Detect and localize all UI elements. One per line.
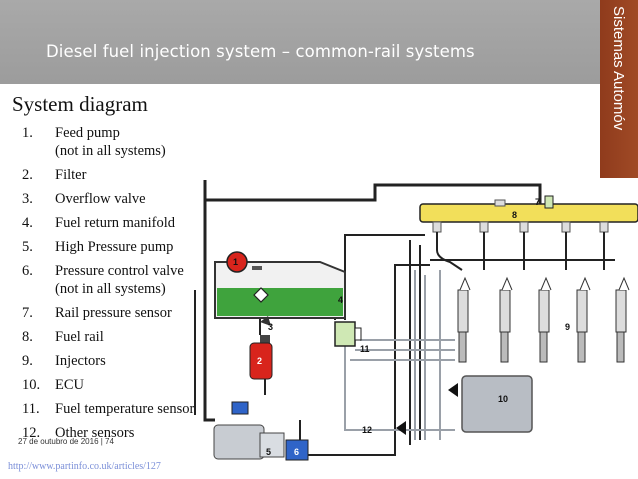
side-label: Sistemas Automóv: [610, 6, 627, 131]
pressure-control-valve: [285, 439, 309, 461]
label-6: 6: [294, 447, 299, 457]
item-number: 2.: [22, 167, 33, 183]
page-number: 74: [105, 437, 114, 446]
source-link[interactable]: http://www.partinfo.co.uk/articles/127: [8, 461, 161, 472]
label-5: 5: [266, 447, 271, 457]
item-text: Pressure control valve: [55, 263, 184, 279]
rail-pressure-sensor: [544, 195, 554, 209]
item-number: 12.: [22, 425, 41, 441]
item-number: 3.: [22, 191, 33, 207]
label-1: 1: [233, 257, 238, 267]
item-number: 6.: [22, 263, 33, 279]
slide-header: Diesel fuel injection system – common-ra…: [0, 0, 600, 84]
item-text: Rail pressure sensor: [55, 305, 172, 321]
injector-lines: [436, 232, 605, 271]
list-item: 11. Fuel temperature sensor: [22, 400, 194, 418]
list-item: 7. Rail pressure sensor: [22, 304, 194, 322]
item-subtext: (not in all systems): [55, 281, 166, 297]
injector: [615, 276, 630, 363]
label-7: 7: [535, 197, 540, 207]
injectors: [457, 276, 630, 363]
list-item: 2. Filter: [22, 166, 194, 184]
item-text: Fuel temperature sensor: [55, 401, 195, 417]
item-text: Feed pump: [55, 125, 120, 141]
section-title: System diagram: [12, 92, 148, 116]
injector: [499, 276, 513, 363]
item-number: 8.: [22, 329, 33, 345]
list-item: 3. Overflow valve: [22, 190, 194, 208]
label-2: 2: [257, 356, 262, 366]
item-number: 9.: [22, 353, 33, 369]
item-number: 11.: [22, 401, 40, 417]
fuel-tank: [214, 251, 346, 319]
list-item: 8. Fuel rail: [22, 328, 194, 346]
item-text: Other sensors: [55, 425, 135, 441]
item-text: Filter: [55, 167, 87, 183]
item-text: ECU: [55, 377, 84, 393]
item-number: 7.: [22, 305, 33, 321]
injector: [576, 276, 591, 363]
item-subtext: (not in all systems): [55, 143, 166, 159]
label-4: 4: [338, 295, 343, 305]
common-rail-diagram: 1 2 3 4 5 6 7 8 9 10 11 12: [194, 180, 638, 461]
item-number: 5.: [22, 239, 33, 255]
list-item: 10. ECU: [22, 376, 194, 394]
injector: [457, 276, 471, 363]
label-9: 9: [565, 322, 570, 332]
list-item: 12. Other sensors: [22, 424, 194, 442]
fuel-rail: [419, 195, 638, 233]
signal-lines: [344, 270, 455, 440]
list-item: 4. Fuel return manifold: [22, 214, 194, 232]
return-manifold: [334, 321, 362, 347]
list-item: 5. High Pressure pump: [22, 238, 194, 256]
footer-date: 27 de outubro de 2016 | 74: [18, 437, 114, 446]
label-10: 10: [498, 394, 508, 404]
injector: [538, 276, 552, 363]
feed-pump: [226, 251, 248, 273]
feed-pump-valve: [231, 401, 249, 415]
ecu-arrow: [396, 421, 406, 435]
label-8: 8: [512, 210, 517, 220]
list-item: 9. Injectors: [22, 352, 194, 370]
label-11: 11: [360, 344, 370, 354]
item-text: High Pressure pump: [55, 239, 174, 255]
list-item: 1. Feed pump (not in all systems): [22, 124, 194, 160]
item-number: 10.: [22, 377, 41, 393]
item-text: Fuel return manifold: [55, 215, 176, 231]
component-list: 1. Feed pump (not in all systems) 2. Filter…: [22, 124, 194, 448]
high-pressure-pump: [213, 401, 309, 461]
item-number: 1.: [22, 125, 33, 141]
filter: [249, 335, 273, 380]
overflow-valve: [260, 316, 271, 326]
label-12: 12: [362, 425, 372, 435]
list-item: 6. Pressure control valve (not in all syst…: [22, 262, 194, 298]
item-text: Overflow valve: [55, 191, 146, 207]
item-number: 4.: [22, 215, 33, 231]
side-band: Sistemas Automóv: [600, 0, 638, 178]
slide-title: Diesel fuel injection system – common-ra…: [46, 42, 475, 61]
ecu: [448, 375, 533, 433]
item-text: Fuel rail: [55, 329, 104, 345]
item-text: Injectors: [55, 353, 106, 369]
tank-valve: [253, 287, 269, 303]
label-3: 3: [268, 322, 273, 332]
